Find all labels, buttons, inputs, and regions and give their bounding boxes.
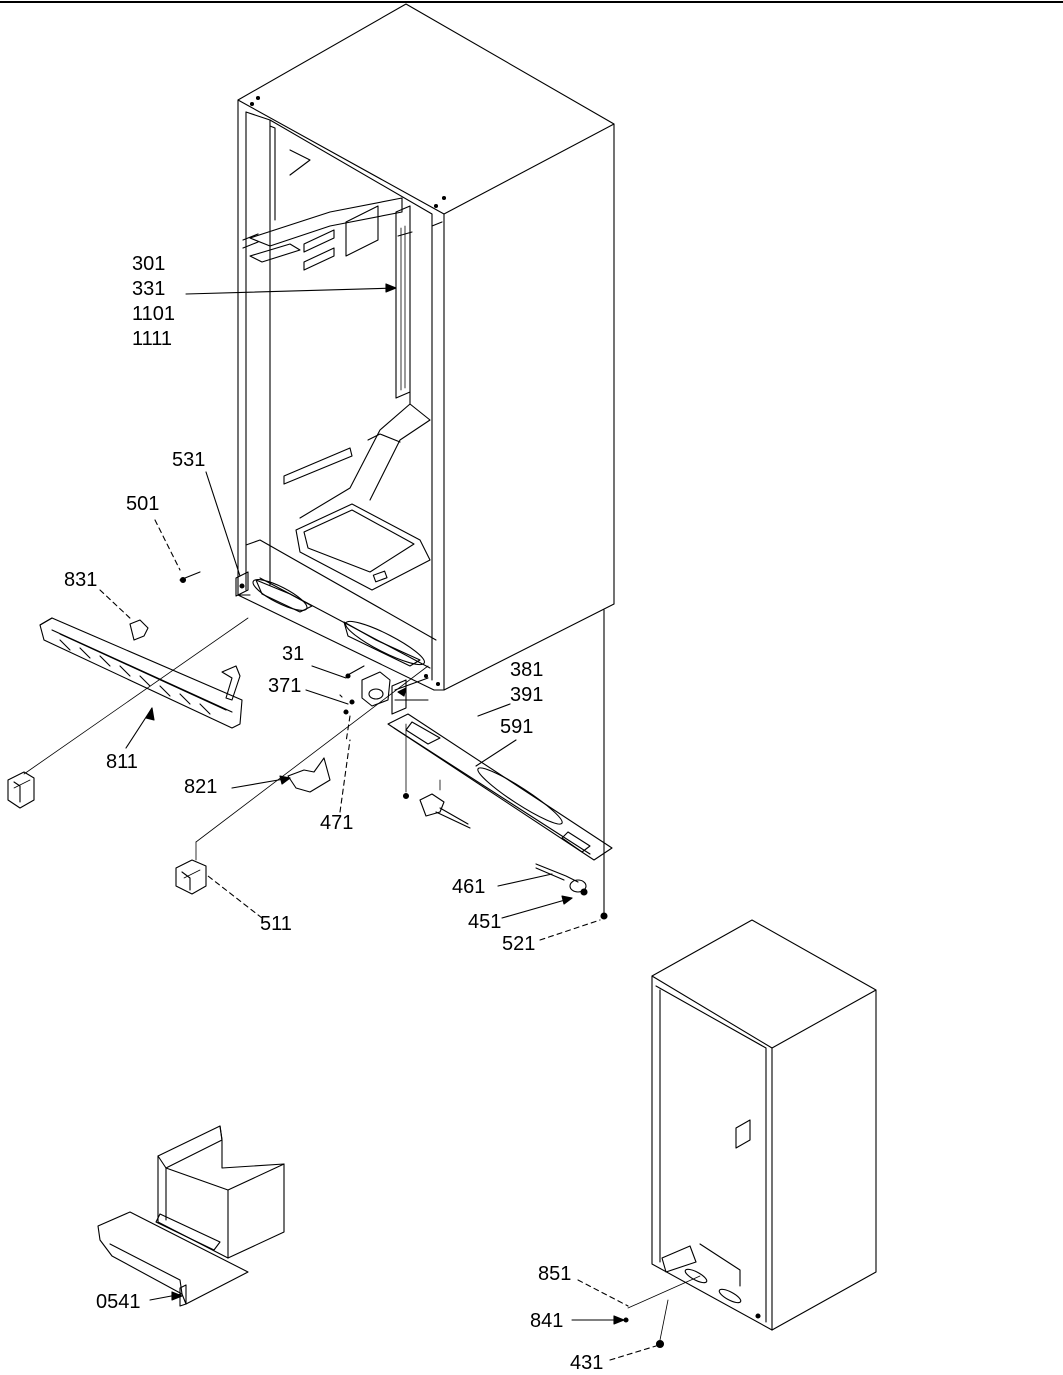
leg-line-521	[539, 609, 608, 941]
label-831: 831	[64, 569, 97, 591]
grille-811	[23, 617, 249, 775]
label-391: 391	[510, 684, 543, 706]
label-821: 821	[184, 776, 217, 798]
label-381: 381	[510, 659, 543, 681]
leader-431	[609, 1299, 669, 1361]
leader-591	[477, 703, 511, 717]
arrow-381	[397, 687, 407, 697]
label-471: 471	[320, 812, 353, 834]
leader-851	[577, 1275, 701, 1309]
screw-501	[154, 519, 201, 584]
main-cabinet	[237, 3, 615, 691]
plate-591	[387, 713, 613, 861]
label-0541: 0541	[96, 1291, 141, 1313]
label-1111: 1111	[132, 328, 172, 350]
label-851: 851	[538, 1263, 571, 1285]
arrow-841	[613, 1315, 625, 1325]
bracket-531	[205, 471, 249, 597]
arrow-451	[561, 895, 573, 905]
arrow-0541	[171, 1291, 183, 1301]
label-431: 431	[570, 1352, 603, 1374]
label-461: 461	[452, 876, 485, 898]
leader-cabinet-group	[185, 287, 397, 295]
coupler-left	[7, 771, 35, 809]
label-841: 841	[530, 1310, 563, 1332]
label-31: 31	[282, 643, 304, 665]
roller-assembly	[419, 793, 588, 919]
label-531: 531	[172, 449, 205, 471]
label-591: 591	[500, 716, 533, 738]
arrow-811	[145, 707, 155, 721]
label-451: 451	[468, 911, 501, 933]
arrow-821	[279, 775, 291, 785]
label-1101: 1101	[132, 303, 175, 325]
label-331: 331	[132, 278, 165, 300]
leader-stub	[339, 694, 343, 698]
hinge-assembly	[195, 665, 429, 843]
shipping-box-0541	[97, 1125, 285, 1307]
coupler-511	[175, 841, 263, 919]
label-511: 511	[260, 913, 292, 935]
arrow-cabinet-group	[385, 283, 397, 293]
label-811: 811	[106, 751, 138, 773]
leader-471	[339, 739, 351, 813]
clip-831	[99, 589, 149, 641]
cabinet-rear-view	[651, 919, 877, 1331]
label-501: 501	[126, 493, 159, 515]
label-301: 301	[132, 253, 165, 275]
label-371: 371	[268, 675, 301, 697]
label-521: 521	[502, 933, 535, 955]
